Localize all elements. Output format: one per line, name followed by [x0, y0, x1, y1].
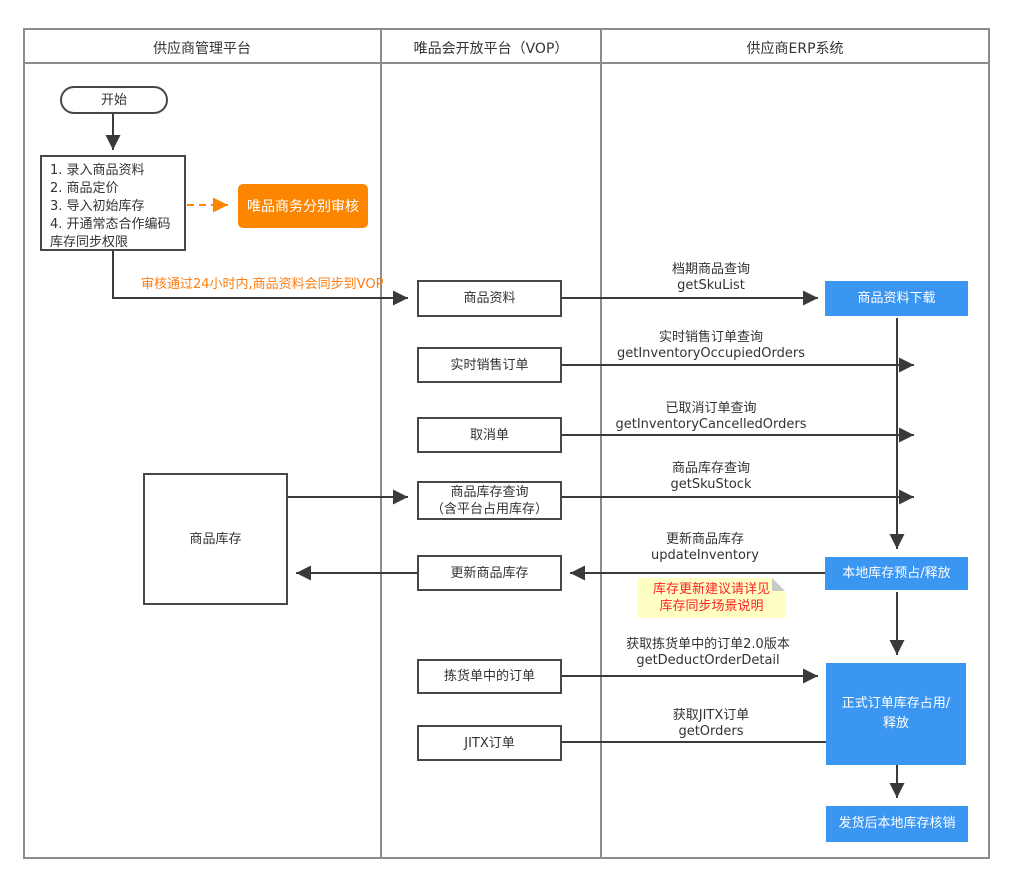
label-sku-stock-en: getSkuStock	[670, 477, 752, 492]
node-formal-occupy-line2: 释放	[882, 716, 909, 731]
node-setup-tasks: 1. 录入商品资料 2. 商品定价 3. 导入初始库存 4. 开通常态合作编码 …	[40, 155, 186, 251]
label-sku-stock-cn: 商品库存查询	[671, 461, 751, 476]
node-business-review: 唯品商务分别审核	[238, 184, 368, 228]
node-realtime-orders-label: 实时销售订单	[450, 357, 529, 373]
label-update-inventory: 更新商品库存 updateInventory	[651, 532, 759, 564]
node-goods-info: 商品资料	[417, 280, 562, 317]
label-update-inventory-cn: 更新商品库存	[665, 532, 744, 547]
node-goods-stock-label: 商品库存	[189, 531, 242, 547]
label-sku-list-cn: 档期商品查询	[671, 262, 751, 277]
node-pick-orders-label: 拣货单中的订单	[443, 669, 535, 684]
node-formal-occupy: 正式订单库存占用/ 释放	[826, 663, 966, 765]
node-business-review-label: 唯品商务分别审核	[247, 199, 359, 215]
label-get-orders: 获取JITX订单 getOrders	[673, 708, 750, 740]
label-occupied-orders-en: getInventoryOccupiedOrders	[616, 346, 806, 361]
label-deduct-order-en: getDeductOrderDetail	[636, 653, 780, 668]
label-deduct-order-cn: 获取拣货单中的订单2.0版本	[626, 637, 790, 652]
node-goods-info-download-label: 商品资料下载	[857, 290, 936, 306]
node-stock-query: 商品库存查询 （含平台占用库存）	[417, 481, 562, 520]
lane-divider-1	[380, 28, 382, 857]
label-sku-stock: 商品库存查询 getSkuStock	[671, 461, 752, 493]
label-sku-list-en: getSkuList	[677, 278, 745, 293]
lane-divider-2	[600, 28, 602, 857]
label-cancelled-orders-en: getInventoryCancelledOrders	[615, 417, 807, 432]
node-local-reserve: 本地库存预占/释放	[825, 557, 968, 590]
label-occupied-orders: 实时销售订单查询 getInventoryOccupiedOrders	[617, 330, 805, 362]
sticky-note: 库存更新建议请详见 库存同步场景说明	[638, 578, 785, 618]
node-stock-query-line2: （含平台占用库存）	[430, 501, 548, 517]
setup-task-line: 2. 商品定价	[50, 181, 119, 196]
node-jitx-orders-label: JITX订单	[464, 735, 515, 751]
label-update-inventory-en: updateInventory	[651, 548, 759, 563]
label-get-orders-en: getOrders	[678, 724, 744, 739]
node-update-stock-label: 更新商品库存	[450, 565, 529, 581]
label-cancelled-orders: 已取消订单查询 getInventoryCancelledOrders	[615, 401, 806, 433]
node-update-stock: 更新商品库存	[417, 555, 562, 591]
label-deduct-order: 获取拣货单中的订单2.0版本 getDeductOrderDetail	[626, 637, 790, 669]
node-local-reserve-label: 本地库存预占/释放	[842, 565, 951, 581]
node-start: 开始	[60, 86, 168, 114]
setup-task-line: 3. 导入初始库存	[50, 199, 145, 214]
node-goods-stock: 商品库存	[143, 473, 288, 605]
swimlane-frame	[23, 28, 990, 859]
node-start-label: 开始	[100, 92, 127, 108]
node-stock-query-line1: 商品库存查询	[450, 484, 529, 500]
lane-header-divider	[23, 62, 990, 64]
node-pick-orders: 拣货单中的订单	[417, 659, 562, 694]
sticky-note-line2: 库存同步场景说明	[659, 599, 764, 614]
node-cancel-order: 取消单	[417, 417, 562, 453]
setup-task-line: 1. 录入商品资料	[50, 163, 145, 178]
setup-task-line: 4. 开通常态合作编码	[50, 217, 171, 232]
node-writeoff: 发货后本地库存核销	[826, 806, 968, 842]
label-occupied-orders-cn: 实时销售订单查询	[658, 330, 764, 345]
node-cancel-order-label: 取消单	[469, 427, 509, 443]
node-realtime-orders: 实时销售订单	[417, 347, 562, 383]
node-goods-info-download: 商品资料下载	[825, 281, 968, 316]
node-jitx-orders: JITX订单	[417, 725, 562, 761]
sync-note-text: 审核通过24小时内,商品资料会同步到VOP	[141, 277, 384, 292]
sticky-note-line1: 库存更新建议请详见	[652, 582, 770, 597]
lane-title-vop: 唯品会开放平台（VOP）	[413, 41, 569, 57]
node-goods-info-label: 商品资料	[463, 291, 516, 306]
setup-task-line: 库存同步权限	[50, 235, 129, 250]
lane-title-supplier-platform: 供应商管理平台	[153, 41, 251, 57]
label-get-orders-cn: 获取JITX订单	[672, 708, 750, 723]
label-sku-list: 档期商品查询 getSkuList	[672, 262, 750, 294]
label-cancelled-orders-cn: 已取消订单查询	[665, 401, 757, 416]
sticky-note-fold-flap	[772, 578, 785, 591]
lane-title-erp: 供应商ERP系统	[746, 41, 844, 57]
node-writeoff-label: 发货后本地库存核销	[838, 816, 956, 831]
node-formal-occupy-line1: 正式订单库存占用/	[841, 696, 951, 711]
